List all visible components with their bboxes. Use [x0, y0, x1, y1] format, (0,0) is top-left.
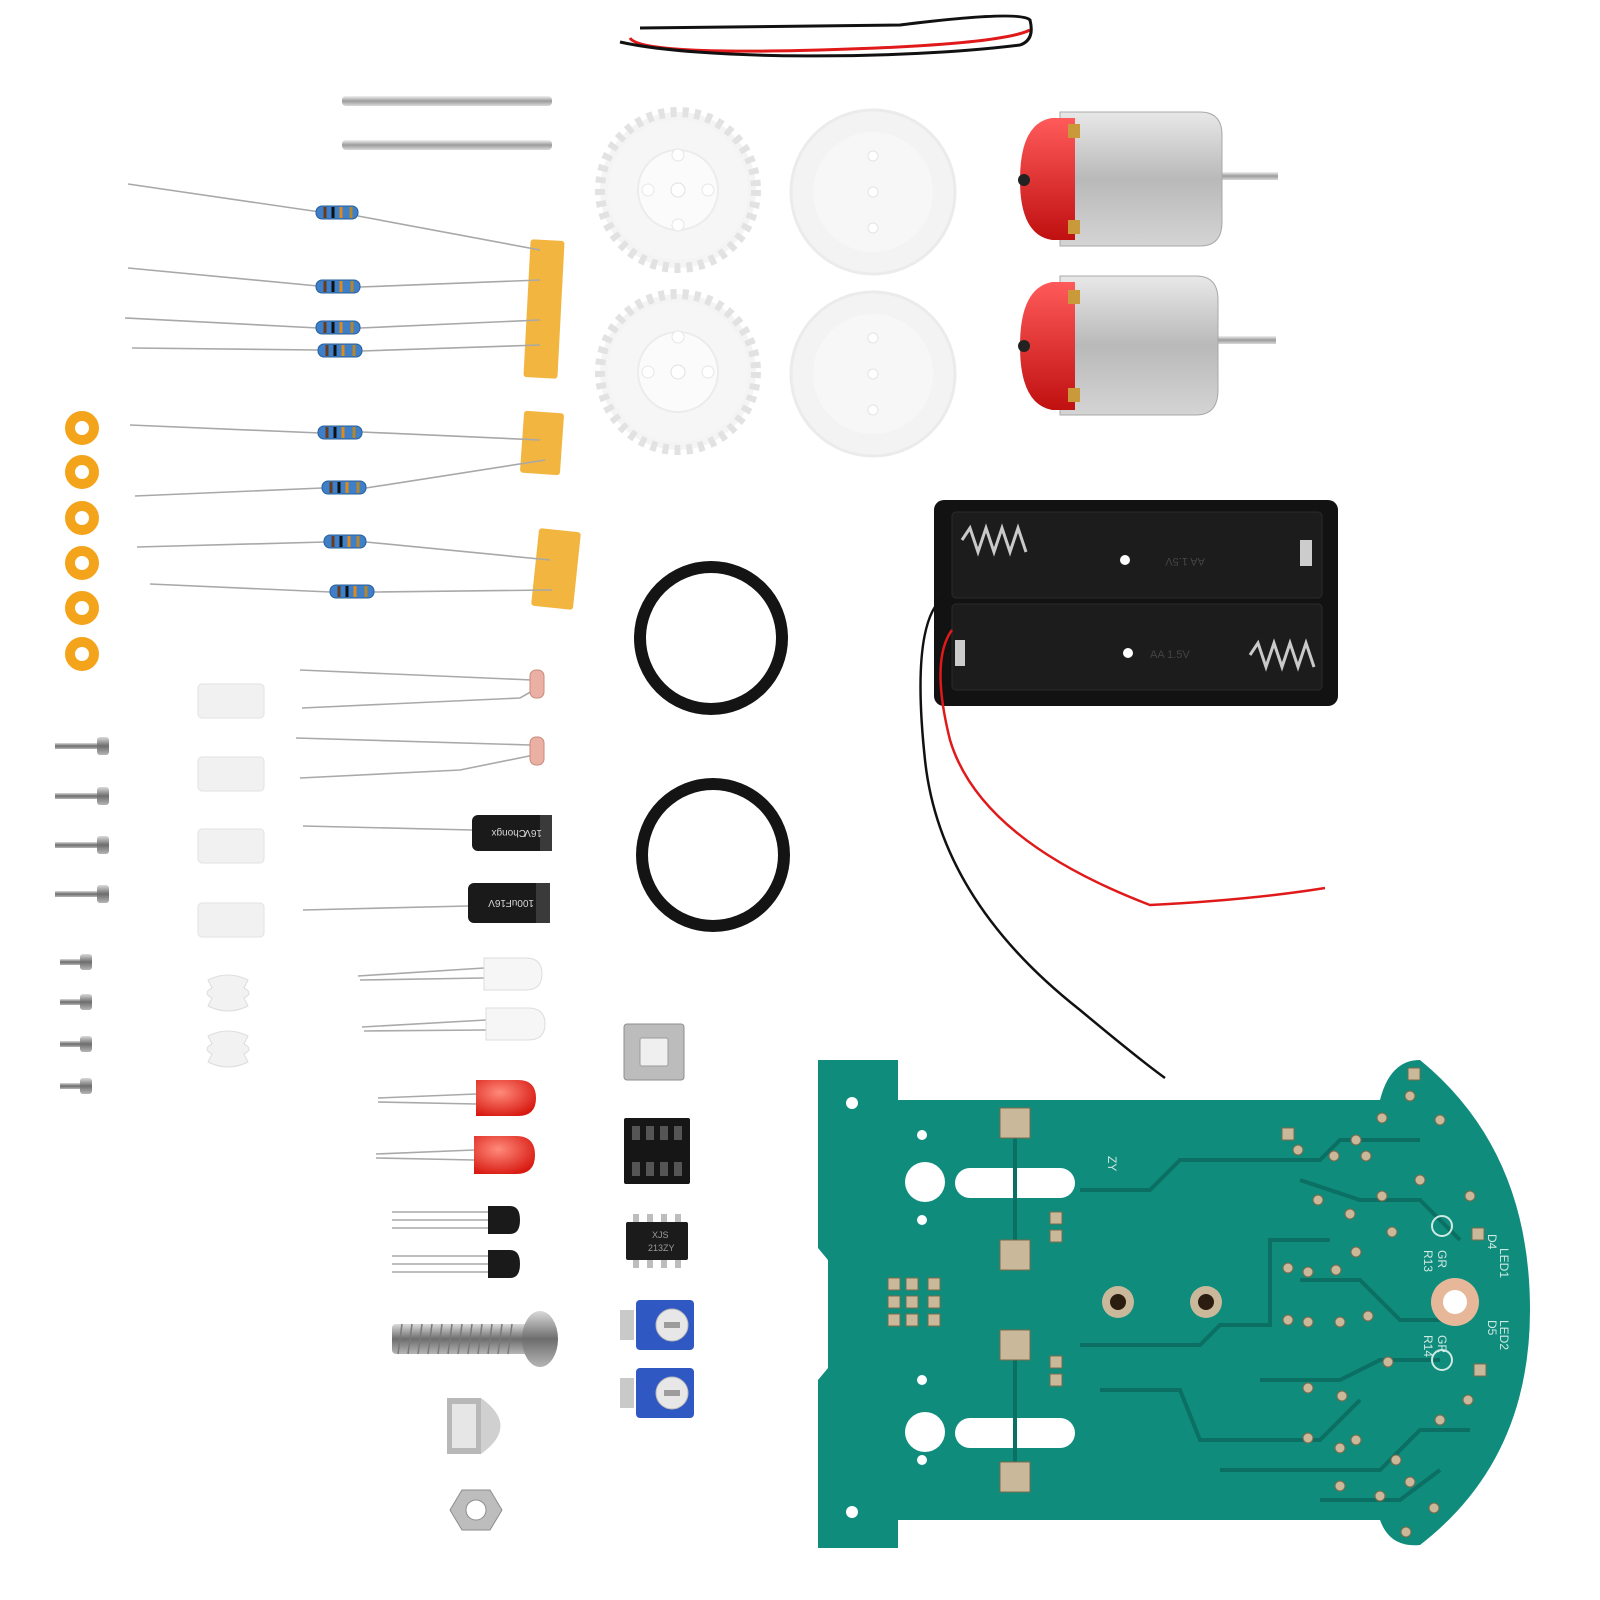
resistor	[317, 343, 363, 358]
washer	[65, 501, 99, 535]
tape-strip-3	[531, 528, 581, 610]
o-ring	[636, 778, 790, 932]
spur-gear-bottom	[595, 289, 761, 455]
axle-top	[342, 96, 552, 106]
o-ring	[634, 561, 788, 715]
clear-leds	[357, 957, 546, 1041]
pcb-label-gr-top: GR	[1435, 1250, 1449, 1268]
transistor	[488, 1206, 520, 1234]
screw	[55, 737, 109, 755]
spur-gear-top	[595, 107, 761, 273]
dip-socket	[624, 1118, 690, 1184]
worm-gear	[206, 1030, 250, 1068]
gear-set	[595, 107, 957, 458]
ic-chip: XJS 213ZY	[626, 1214, 688, 1268]
spacer	[197, 828, 265, 864]
screw	[60, 1036, 92, 1052]
led-clear	[483, 957, 543, 991]
capacitor-small: Chongx 16V	[472, 815, 552, 851]
photoresistor	[529, 736, 545, 766]
spacer	[197, 902, 265, 938]
resistor	[321, 480, 367, 495]
mount-hole	[905, 1162, 945, 1202]
pcb-label-zy: ZY	[1105, 1156, 1119, 1171]
battery-holder: AA 1.5V AA 1.5V	[934, 500, 1338, 706]
pcb-board: D4 LED1 D5 LED2 GR R13 GR R14 ZY	[818, 1060, 1530, 1548]
worm-gear	[206, 974, 250, 1012]
potentiometer	[620, 1368, 694, 1418]
screw	[60, 1078, 92, 1094]
electrolytic-capacitors: Chongx 16V 16V 100uF	[302, 815, 552, 923]
chip-line-1: XJS	[652, 1230, 669, 1240]
wheel-hub-bottom	[789, 290, 957, 458]
capacitor-rating: 16V	[524, 827, 542, 838]
dc-motor-bottom	[1018, 275, 1276, 416]
led-red	[474, 1136, 535, 1174]
screw	[60, 994, 92, 1010]
nylon-spacers	[197, 683, 265, 938]
potentiometer	[620, 1300, 694, 1350]
spacer	[197, 756, 265, 792]
cap-nut	[447, 1398, 501, 1454]
tape-strip-1	[523, 239, 565, 379]
screw	[55, 787, 109, 805]
worm-gears	[206, 974, 250, 1068]
screw	[55, 885, 109, 903]
capacitor-brand: Chongx	[492, 827, 526, 838]
tactile-switch	[623, 1023, 685, 1081]
chip-line-2: 213ZY	[648, 1243, 675, 1253]
resistor	[315, 320, 361, 335]
orange-washers	[65, 411, 99, 671]
pcb-label-r13: R13	[1421, 1250, 1435, 1272]
led-clear	[485, 1007, 546, 1041]
transistors	[392, 1206, 520, 1278]
screw	[60, 954, 92, 970]
wheel-hub-top	[789, 108, 957, 276]
pcb-label-r14: R14	[1421, 1335, 1435, 1357]
battery-top-mark: AA 1.5V	[1165, 555, 1205, 567]
resistor-bodies	[315, 205, 375, 599]
resistor	[317, 425, 363, 440]
transistor	[488, 1250, 520, 1278]
axle-bottom	[342, 140, 552, 150]
pcb-label-d5: D5	[1485, 1320, 1499, 1336]
mount-hole	[905, 1412, 945, 1452]
red-leds	[375, 1080, 536, 1174]
photoresistors	[295, 669, 545, 779]
pcb-label-led2: LED2	[1497, 1320, 1511, 1350]
washer	[65, 546, 99, 580]
battery-bottom-mark: AA 1.5V	[1150, 649, 1190, 661]
resistor	[323, 534, 367, 549]
pcb-label-gr-bottom: GR	[1435, 1335, 1449, 1353]
dc-motor-top	[1018, 111, 1278, 247]
photoresistor	[529, 669, 545, 699]
capacitor-value: 100uF	[506, 897, 534, 908]
capacitor-rating-large: 16V	[488, 897, 506, 908]
resistor-set	[124, 183, 581, 610]
self-tapping-screws	[55, 737, 109, 1094]
tape-strip-2	[520, 410, 564, 476]
machine-bolt	[392, 1311, 558, 1367]
resistor	[329, 584, 375, 599]
rubber-o-rings	[634, 561, 790, 932]
resistor	[315, 279, 361, 294]
washer	[65, 591, 99, 625]
pcb-label-d4: D4	[1485, 1234, 1499, 1250]
led-red	[476, 1080, 536, 1116]
metal-axles	[342, 96, 552, 150]
hex-nut	[449, 1489, 503, 1531]
washer	[65, 455, 99, 489]
spacer	[197, 683, 265, 719]
trim-potentiometers	[620, 1300, 694, 1418]
screw	[55, 836, 109, 854]
washer	[65, 637, 99, 671]
battery-leads	[919, 594, 1326, 1080]
washer	[65, 411, 99, 445]
twisted-wire-pair	[619, 14, 1033, 58]
capacitor-large: 16V 100uF	[468, 883, 550, 923]
pcb-label-led1: LED1	[1497, 1248, 1511, 1278]
